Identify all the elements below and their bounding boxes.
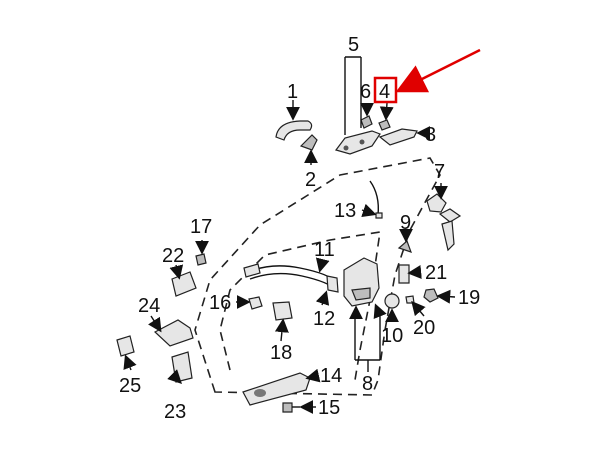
callout-18: 18	[270, 342, 292, 364]
callout-14: 14	[320, 365, 342, 387]
bracket-9-part	[397, 239, 412, 253]
screw-part	[282, 402, 300, 413]
stopper-part	[272, 301, 293, 321]
callout-2: 2	[305, 169, 316, 191]
bolt-20-part	[405, 295, 415, 304]
handle-cap-part	[299, 134, 318, 151]
hinge-24-part	[153, 319, 194, 347]
callout-23: 23	[164, 401, 186, 423]
bracket-22-part	[171, 271, 197, 297]
bumper-part	[398, 264, 410, 284]
callout-13: 13	[334, 200, 356, 222]
callout-6: 6	[360, 81, 371, 103]
hinge-23-part	[171, 351, 193, 383]
rod-part	[369, 180, 383, 219]
callout-3: 3	[425, 124, 436, 146]
leader-lines	[123, 56, 456, 414]
plug-part	[248, 296, 263, 310]
callout-19: 19	[458, 287, 480, 309]
handle-frame-part	[334, 130, 381, 155]
callout-7: 7	[434, 161, 445, 183]
pad-part	[378, 119, 391, 131]
callout-1: 1	[287, 81, 298, 103]
callout-21: 21	[425, 262, 447, 284]
bracket-25-part	[116, 335, 135, 357]
callout-10: 10	[381, 325, 403, 347]
outside-handle-part	[275, 120, 313, 141]
callout-17: 17	[190, 216, 212, 238]
callout-16: 16	[209, 292, 231, 314]
cover-part	[378, 128, 418, 146]
switch-part	[423, 288, 439, 303]
callout-22: 22	[162, 245, 184, 267]
callout-4: 4	[379, 81, 390, 103]
callout-20: 20	[413, 317, 435, 339]
callout-24: 24	[138, 295, 160, 317]
cables-part	[243, 263, 339, 293]
red-arrow	[395, 48, 481, 93]
callout-5: 5	[348, 34, 359, 56]
callout-12: 12	[313, 308, 335, 330]
callout-9: 9	[400, 212, 411, 234]
grommet-part	[384, 293, 400, 309]
callout-8: 8	[362, 373, 373, 395]
clip-part	[360, 115, 373, 129]
callout-15: 15	[318, 397, 340, 419]
clip-17-part	[195, 253, 207, 266]
callout-25: 25	[119, 375, 141, 397]
inside-handle-part	[242, 372, 311, 406]
lock-assembly-part	[343, 257, 380, 307]
callout-11: 11	[314, 239, 335, 261]
door-outline	[194, 157, 441, 396]
lock-cylinder-part	[426, 193, 462, 252]
